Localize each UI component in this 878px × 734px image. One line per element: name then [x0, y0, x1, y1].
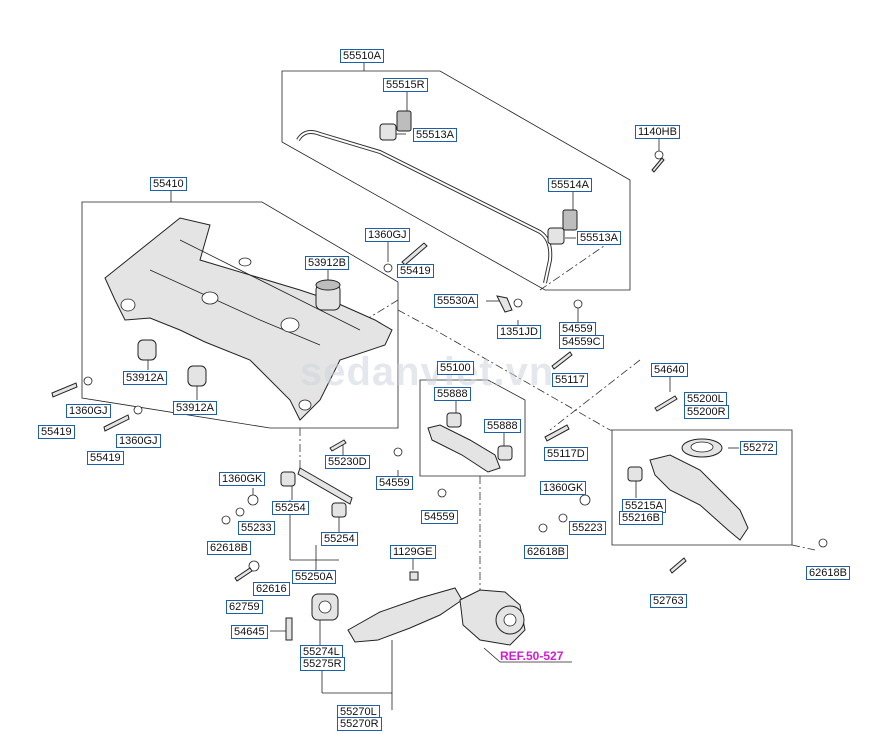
part-label[interactable]: 55419 — [38, 425, 75, 439]
watermark: sedanviet.vn — [300, 350, 555, 394]
part-label[interactable]: 1140HB — [635, 125, 680, 139]
bolt-55419-l1 — [51, 382, 78, 398]
part-label[interactable]: 55200L — [684, 392, 727, 406]
bolt-62759 — [234, 567, 253, 582]
part-label[interactable]: 62616 — [253, 582, 290, 596]
part-label[interactable]: 55254 — [272, 501, 309, 515]
part-label[interactable]: 55530A — [434, 294, 478, 308]
part-label[interactable]: 55410 — [150, 177, 187, 191]
bolt-52763 — [669, 557, 687, 574]
bushing-55254-1 — [280, 471, 296, 487]
part-label[interactable]: 55233 — [238, 521, 275, 535]
centerline-2 — [397, 309, 612, 431]
bushing-clamp-top — [396, 110, 412, 132]
part-label[interactable]: 55510A — [340, 49, 384, 63]
part-label[interactable]: 54559 — [376, 476, 413, 490]
stabilizer-group-box — [281, 70, 631, 291]
part-label[interactable]: 54559C — [559, 335, 604, 349]
part-label[interactable]: 1360GK — [219, 472, 266, 486]
part-label[interactable]: 55216B — [619, 511, 663, 525]
part-label[interactable]: 62618B — [806, 566, 850, 580]
part-label[interactable]: 53912B — [305, 256, 349, 270]
crossmember — [104, 217, 393, 421]
part-label[interactable]: 52763 — [650, 594, 687, 608]
bushing-55888-2 — [497, 445, 513, 461]
part-label[interactable]: 55230D — [325, 455, 370, 469]
part-label[interactable]: 55419 — [87, 451, 124, 465]
bushing-clamp-mid — [562, 209, 578, 231]
part-label[interactable]: 53912A — [123, 371, 167, 385]
link-55530a — [496, 295, 513, 313]
bolt-55419-top — [401, 242, 428, 266]
part-label[interactable]: 54645 — [231, 625, 268, 639]
part-label[interactable]: 1129GE — [390, 545, 436, 559]
bolt-55117d — [544, 424, 570, 442]
bushing-mid — [547, 227, 565, 245]
part-label[interactable]: 62618B — [524, 545, 568, 559]
bolt-1140hb — [651, 157, 665, 173]
trailing-arm — [347, 587, 463, 643]
part-label[interactable]: 55514A — [548, 178, 592, 192]
part-label[interactable]: 55254 — [321, 532, 358, 546]
bolt-55419-l2 — [103, 414, 130, 432]
part-label[interactable]: 55250A — [292, 570, 336, 584]
reference-link[interactable]: REF.50-527 — [500, 649, 564, 663]
bushing-55215a — [627, 466, 643, 482]
part-label[interactable]: 55200R — [684, 405, 729, 419]
bushing-53912a-1 — [137, 339, 157, 361]
part-label[interactable]: 55419 — [397, 264, 434, 278]
part-label[interactable]: 1351JD — [497, 325, 541, 339]
upper-arm — [427, 424, 501, 473]
nut-1360gj — [383, 263, 393, 273]
part-label[interactable]: 54640 — [651, 363, 688, 377]
part-label[interactable]: 55888 — [434, 387, 471, 401]
part-label[interactable]: 54559 — [421, 510, 458, 524]
bushing-53912a-2 — [187, 365, 207, 387]
part-label[interactable]: 53912A — [173, 401, 217, 415]
part-label[interactable]: 55100 — [437, 361, 474, 375]
part-label[interactable]: 55272 — [740, 441, 777, 455]
bushing-55888-1 — [446, 412, 462, 428]
upper-arm-group-box — [419, 379, 526, 477]
rear-link — [297, 467, 353, 505]
centerline-6 — [299, 299, 399, 361]
part-label[interactable]: 62618B — [207, 541, 251, 555]
part-label[interactable]: 55513A — [413, 128, 457, 142]
bushing-55254-2 — [331, 502, 347, 518]
centerline-5 — [791, 544, 816, 551]
part-label[interactable]: 54559 — [559, 322, 596, 336]
bolt-55117 — [551, 351, 573, 370]
crossmember-group-box — [81, 201, 399, 429]
part-label[interactable]: 55223 — [569, 521, 606, 535]
centerline-7 — [549, 359, 641, 431]
part-label[interactable]: 62759 — [226, 600, 263, 614]
part-label[interactable]: 55513A — [577, 231, 621, 245]
part-label[interactable]: 1360GJ — [365, 228, 410, 242]
part-label[interactable]: 1360GJ — [116, 434, 161, 448]
part-label[interactable]: 55215A — [622, 499, 666, 513]
bolt-55230d — [329, 439, 347, 452]
bolt-54645 — [285, 617, 293, 641]
part-label[interactable]: 55117 — [552, 373, 588, 387]
bushing-top — [379, 123, 397, 141]
part-label[interactable]: 55117D — [544, 447, 588, 461]
bolt-54640 — [654, 395, 678, 412]
stabilizer-bar-inner — [297, 131, 552, 284]
nut-54559 — [573, 299, 583, 309]
part-label[interactable]: 55270R — [337, 717, 382, 731]
part-label[interactable]: 55275R — [300, 657, 345, 671]
part-label[interactable]: 55515R — [383, 78, 428, 92]
part-label[interactable]: 1360GK — [540, 481, 587, 495]
part-label[interactable]: 55888 — [484, 419, 521, 433]
part-label[interactable]: 1360GJ — [66, 404, 111, 418]
bolt-1129ge — [409, 571, 419, 581]
lower-arm — [649, 454, 749, 541]
